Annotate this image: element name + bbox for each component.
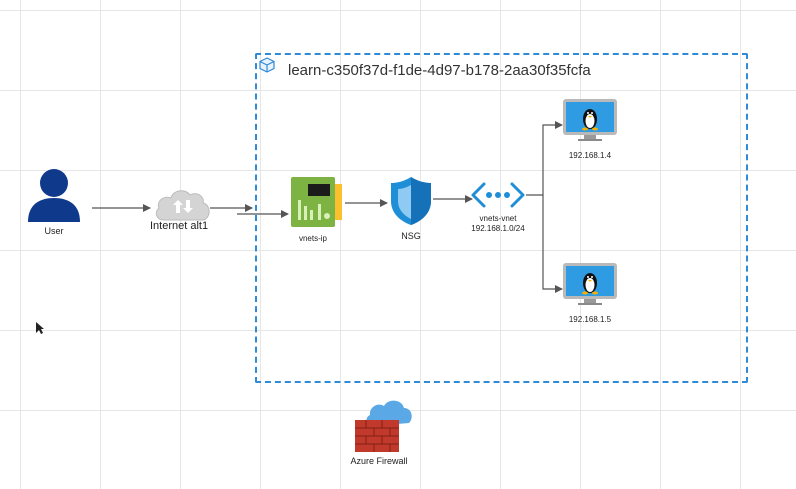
edge-vnet-vm1 [526,121,563,196]
mouse-cursor-icon [36,322,44,334]
nsg-node[interactable]: NSG [389,175,435,243]
vm2-node[interactable]: 192.168.1.5 [562,262,620,326]
resource-group-title: learn-c350f37d-f1de-4d97-b178-2aa30f35fc… [288,62,591,79]
public-ip-node[interactable]: vnets-ip [290,176,346,243]
public-ip-icon [291,177,342,227]
user-node[interactable]: User [24,166,84,236]
linux-vm-icon [563,99,617,141]
public-ip-label: vnets-ip [298,234,327,243]
vm2-label: 192.168.1.5 [568,315,612,324]
firewall-icon [355,400,412,452]
user-label: User [44,226,64,236]
vnet-node[interactable]: vnets-vnet 192.168.1.0/24 [470,180,530,236]
resource-group-box[interactable] [255,53,748,383]
internet-label: Internet alt1 [150,220,209,232]
firewall-node[interactable]: Azure Firewall [350,396,418,470]
vm1-node[interactable]: 192.168.1.4 [562,98,620,162]
nsg-label: NSG [401,231,421,241]
firewall-label: Azure Firewall [350,456,408,466]
shield-icon [391,177,431,225]
edge-vnet-vm2 [542,195,563,293]
cloud-icon [155,190,210,221]
internet-node[interactable]: Internet alt1 [150,186,214,236]
vm1-label: 192.168.1.4 [568,151,612,160]
linux-vm-icon [563,263,617,305]
resource-group-icon [259,57,275,73]
vnet-icon [471,182,525,208]
user-icon [28,169,80,222]
vnet-label: vnets-vnet [479,214,517,223]
vnet-cidr: 192.168.1.0/24 [471,224,525,233]
